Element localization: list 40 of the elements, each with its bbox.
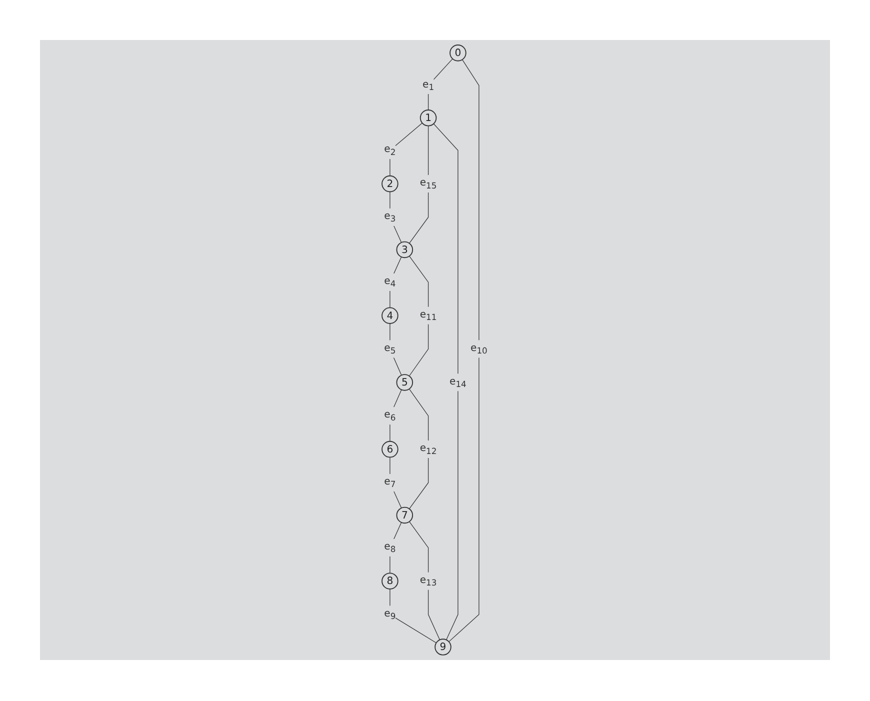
node-circle: 3: [396, 241, 414, 258]
node-circle: 2: [382, 175, 399, 192]
node-circle: 0: [450, 44, 467, 62]
connector: [409, 388, 429, 510]
connector: [390, 522, 402, 574]
edge-label: e$_{2}$: [384, 142, 396, 158]
connector: [409, 126, 429, 244]
node-circle: 5: [396, 374, 414, 391]
edge-label: e$_{7}$: [384, 475, 396, 490]
edge-label: e$_{9}$: [384, 606, 396, 622]
edge-label: e$_{10}$: [470, 341, 488, 356]
connector: [390, 456, 402, 508]
edge-label: e$_{15}$: [420, 176, 438, 191]
connector: [448, 59, 480, 642]
edge-label: e$_{14}$: [450, 374, 467, 390]
edge-label: e$_{13}$: [420, 574, 438, 588]
connector: [409, 521, 440, 640]
edge-label: e$_{4}$: [384, 274, 396, 290]
connector: [390, 191, 402, 243]
edge-label: e$_{11}$: [420, 308, 438, 323]
connector: [390, 389, 402, 442]
node-circle: 4: [382, 307, 399, 324]
edge-label: e$_{3}$: [384, 210, 396, 224]
node-circle: 1: [420, 110, 437, 126]
connector: [409, 256, 429, 376]
edge-label: e$_{12}$: [420, 442, 438, 456]
connector: [428, 58, 454, 110]
edge-label: e$_{8}$: [384, 540, 396, 555]
node-circle: 7: [396, 506, 414, 524]
node-circle: 6: [382, 440, 399, 458]
connector: [390, 323, 402, 376]
connector: [390, 256, 402, 308]
edge-label: e$_{6}$: [384, 408, 396, 423]
node-circle: 8: [382, 572, 399, 590]
connector: [390, 122, 423, 176]
node-circle: 9: [434, 638, 452, 656]
connector: [434, 123, 459, 640]
edge-label: e$_{5}$: [384, 341, 396, 356]
edge-label: e$_{1}$: [422, 78, 434, 92]
connector: [390, 588, 437, 644]
